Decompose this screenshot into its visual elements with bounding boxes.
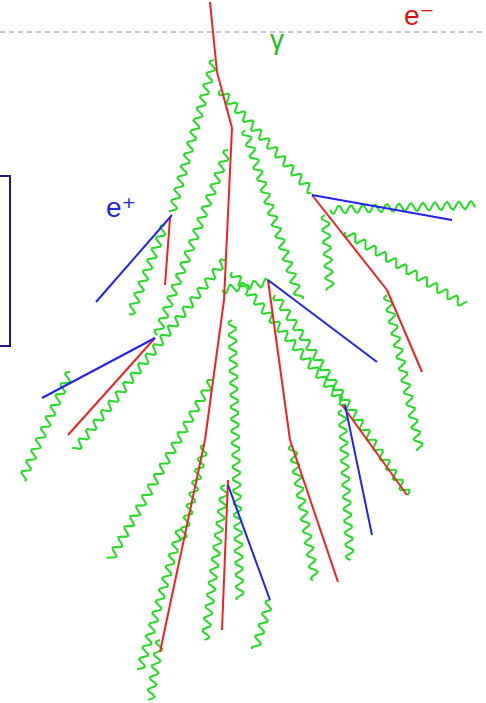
photon-wave <box>384 295 423 451</box>
photon-wave <box>345 232 467 305</box>
particle-track <box>217 72 232 128</box>
side-box <box>0 176 10 346</box>
positron-label: e⁺ <box>106 194 136 222</box>
photon-wave <box>229 320 244 600</box>
photon-wave <box>72 259 225 449</box>
particle-track <box>228 485 270 600</box>
particle-track <box>224 128 232 300</box>
particle-track <box>268 280 290 440</box>
particle-track <box>312 195 452 220</box>
particle-track <box>290 440 338 582</box>
particle-track <box>96 215 172 302</box>
photon-wave <box>179 445 207 539</box>
particle-track <box>205 300 224 440</box>
particle-track <box>222 480 228 630</box>
particle-track <box>42 338 155 398</box>
particle-track <box>387 290 422 372</box>
photon-wave <box>137 530 181 669</box>
photon-wave <box>242 130 303 299</box>
particle-track <box>165 218 170 285</box>
particle-track <box>345 405 372 535</box>
track-group <box>42 2 452 652</box>
particle-track <box>210 2 217 72</box>
photon-wave <box>203 485 228 640</box>
photon-wave <box>129 225 166 315</box>
electron-label: e⁻ <box>404 2 434 30</box>
photon-wave <box>322 215 334 290</box>
photon-wave <box>107 380 213 558</box>
photon-wave <box>169 60 215 211</box>
photon-wave <box>252 600 271 649</box>
particle-track <box>312 195 387 290</box>
photon-wave <box>289 445 318 580</box>
particle-track <box>160 440 205 652</box>
photon-wave <box>273 295 409 495</box>
photon-wave <box>219 90 311 193</box>
photon-wave <box>231 272 346 405</box>
photon-group <box>22 60 476 700</box>
photon-wave <box>22 372 71 481</box>
particle-track <box>342 405 407 495</box>
particle-track <box>68 338 155 435</box>
photon-label: γ <box>270 26 284 54</box>
particle-track <box>268 280 377 362</box>
surface-line <box>0 32 486 33</box>
